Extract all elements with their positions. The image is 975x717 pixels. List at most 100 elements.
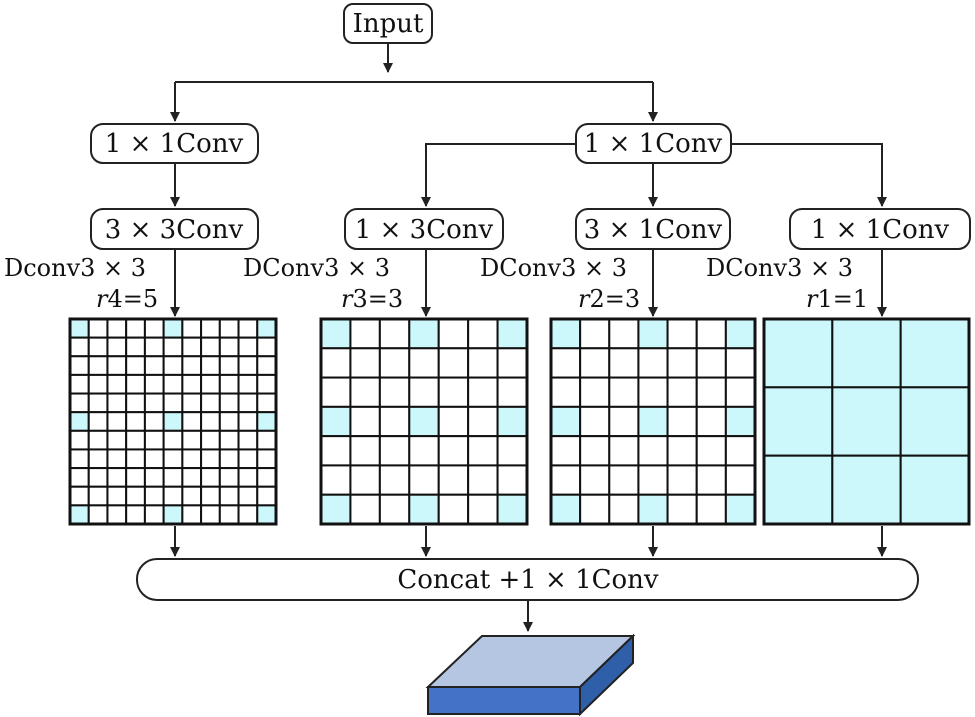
grid-cell xyxy=(143,392,165,414)
node-concat: Concat +1 × 1Conv xyxy=(136,558,919,601)
kernel-cell xyxy=(256,318,278,339)
grid-cell xyxy=(87,467,109,488)
grid-cell xyxy=(467,347,499,379)
grid-cell xyxy=(87,355,109,376)
grid-cell xyxy=(408,347,440,379)
dilation-grid-r4 xyxy=(68,317,278,526)
kernel-cell xyxy=(831,454,902,525)
kernel-cell xyxy=(763,454,834,525)
grid-cell xyxy=(437,464,470,496)
dilation-grid-r3 xyxy=(319,317,529,526)
kernel-cell xyxy=(496,405,529,438)
grid-cell xyxy=(181,448,203,470)
grid-cell xyxy=(162,373,184,395)
grid-cell xyxy=(666,435,698,467)
grid-cell xyxy=(467,464,499,496)
grid-border xyxy=(549,317,757,526)
kernel-cell xyxy=(831,318,902,389)
node-mid-conv1: 1 × 1Conv xyxy=(575,123,732,164)
grid-cell xyxy=(496,464,529,496)
grid-cell xyxy=(162,392,184,414)
grid-cell xyxy=(608,347,640,379)
grid-cell xyxy=(256,336,278,358)
grid-cell xyxy=(237,504,259,526)
grid-cell xyxy=(637,376,669,408)
grid-cell xyxy=(320,435,352,467)
kernel-cell xyxy=(496,318,529,350)
grid-cell xyxy=(218,318,240,339)
grid-cell xyxy=(125,373,146,395)
grid-cell xyxy=(579,376,611,408)
kernel-cell xyxy=(899,386,971,457)
node-mid-conv1-label: 1 × 1Conv xyxy=(584,129,723,159)
branch2-dconv-label: DConv3 × 3 xyxy=(243,254,390,282)
grid-cell xyxy=(87,373,109,395)
branch2-rate-label: r3=3 xyxy=(341,285,403,313)
branch3-rate-label: r2=3 xyxy=(578,285,640,313)
grid-cell xyxy=(200,411,221,432)
grid-cell xyxy=(143,411,165,432)
grid-cell xyxy=(256,467,278,488)
grid-cell xyxy=(496,347,529,379)
grid-cell xyxy=(237,373,259,395)
grid-cell xyxy=(256,448,278,470)
grid-cell xyxy=(218,392,240,414)
grid-cell xyxy=(320,464,352,496)
grid-cell xyxy=(579,347,611,379)
grid-cell xyxy=(106,392,128,414)
grid-cell xyxy=(87,448,109,470)
grid-cell xyxy=(666,493,698,526)
grid-cell xyxy=(143,467,165,488)
grid-cell xyxy=(106,448,128,470)
node-input-label: Input xyxy=(353,9,424,39)
output-cube-side xyxy=(579,633,634,717)
grid-cell xyxy=(106,504,128,526)
branch2-rate-eq: 3=3 xyxy=(352,285,403,313)
node-left-conv1: 1 × 1Conv xyxy=(90,123,259,164)
grid-cell xyxy=(181,392,203,414)
edge-mid-to-b2 xyxy=(421,143,576,207)
node-input: Input xyxy=(343,3,433,44)
kernel-cell xyxy=(256,411,278,432)
grid-cell xyxy=(349,347,381,379)
grid-cell xyxy=(218,411,240,432)
grid-cell xyxy=(87,504,109,526)
node-left-conv2-label: 3 × 3Conv xyxy=(105,215,244,245)
dilation-grid-r1 xyxy=(762,317,971,526)
kernel-cell xyxy=(496,493,529,526)
branch1-rate-eq: 4=5 xyxy=(107,285,158,313)
grid-cell xyxy=(125,448,146,470)
grid-cell xyxy=(467,318,499,350)
grid-cell xyxy=(349,318,381,350)
grid-cell xyxy=(437,347,470,379)
grid-cell xyxy=(181,504,203,526)
grid-cell xyxy=(467,493,499,526)
grid-cell xyxy=(181,318,203,339)
branch4-rate-var: r xyxy=(806,285,819,313)
grid-cell xyxy=(237,336,259,358)
grid-cell xyxy=(724,376,756,408)
grid-cell xyxy=(467,435,499,467)
grid-cell xyxy=(256,392,278,414)
grid-cell xyxy=(666,464,698,496)
grid-cell xyxy=(200,355,221,376)
branch2-rate-var: r xyxy=(341,285,354,313)
grid-cell xyxy=(69,355,90,376)
grid-cell xyxy=(106,429,128,451)
kernel-cell xyxy=(763,318,834,389)
grid-cell xyxy=(608,318,640,350)
grid-cell xyxy=(579,435,611,467)
grid-cell xyxy=(378,376,411,408)
grid-cell xyxy=(378,347,411,379)
grid-cell xyxy=(349,493,381,526)
kernel-cell xyxy=(550,405,582,438)
grid-cell xyxy=(69,336,90,358)
grid-cell xyxy=(579,318,611,350)
grid-cell xyxy=(218,504,240,526)
kernel-cell xyxy=(550,493,582,526)
grid-cell xyxy=(162,485,184,507)
grid-cell xyxy=(237,392,259,414)
grid-cell xyxy=(550,347,582,379)
grid-cell xyxy=(550,464,582,496)
